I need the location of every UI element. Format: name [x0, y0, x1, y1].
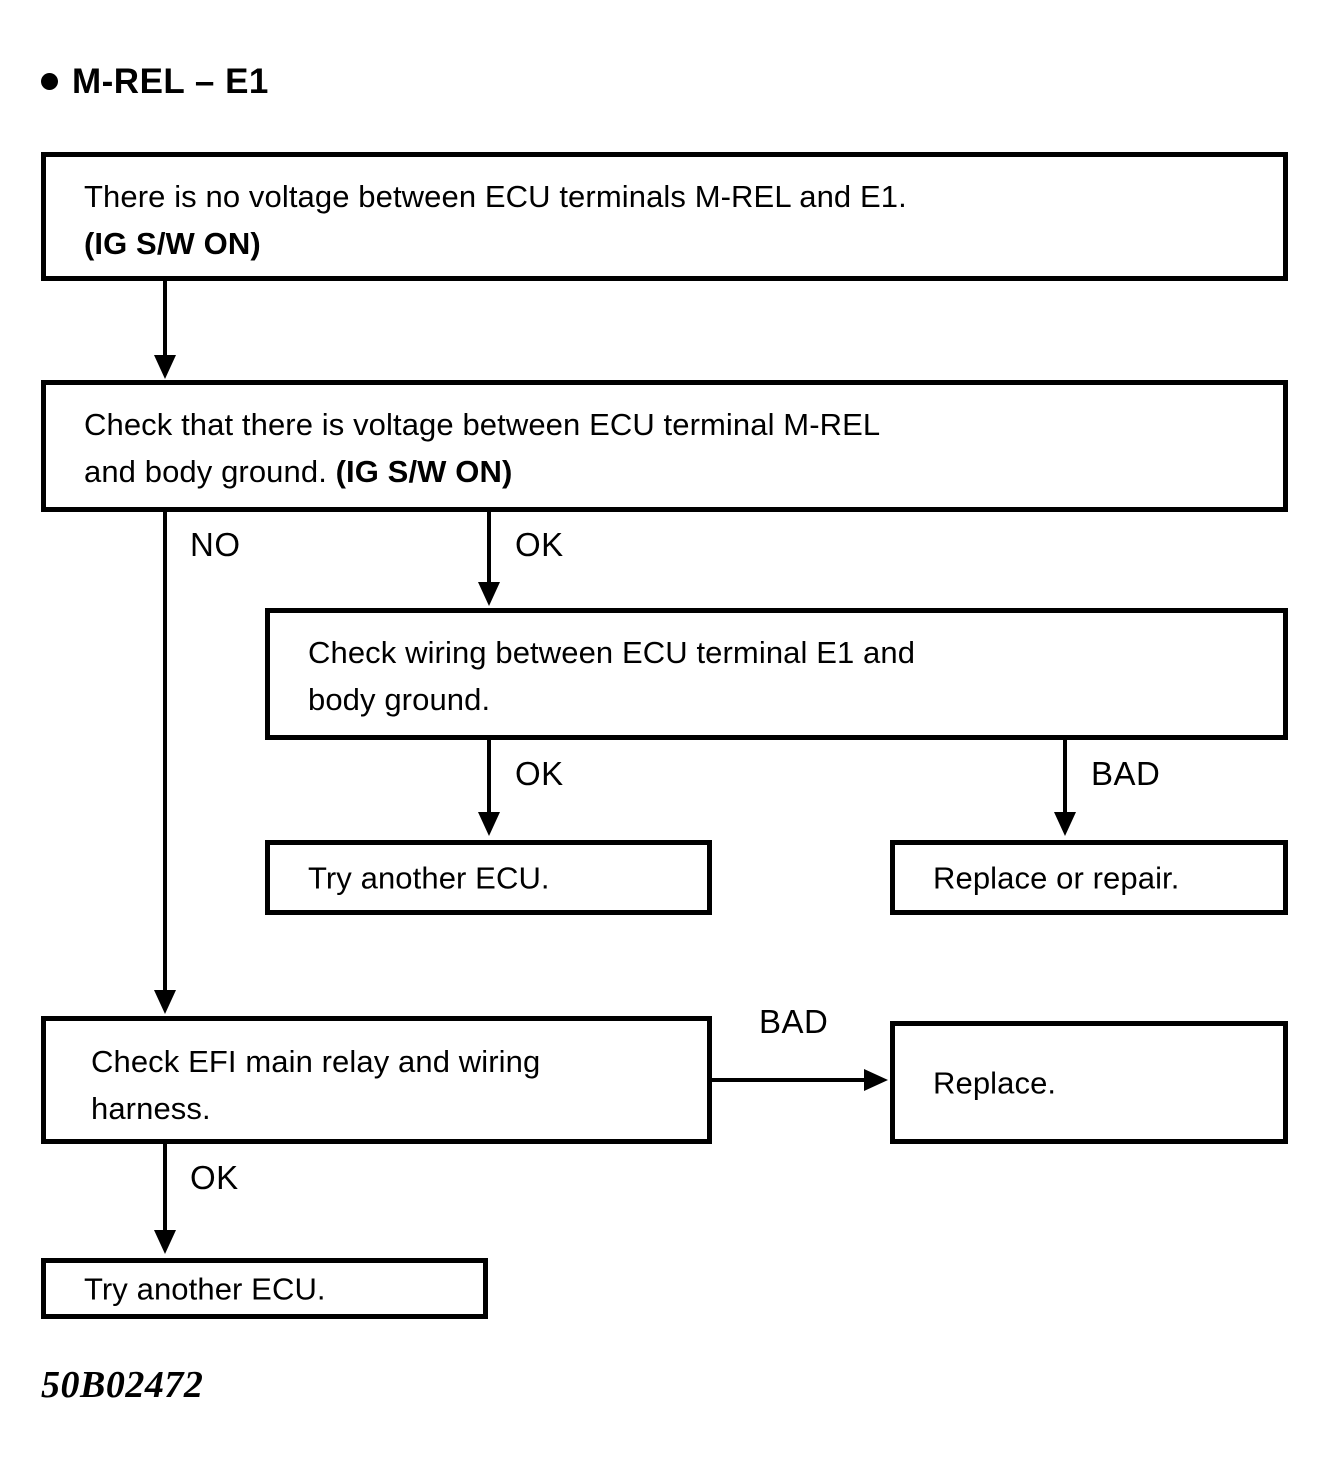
branch-label-bad-2: BAD	[759, 1003, 829, 1040]
arrowhead-symptom-to-check-voltage	[154, 355, 176, 379]
figure-id-label: 50B02472	[41, 1364, 204, 1406]
check-efi-line-2: harness.	[91, 1091, 211, 1127]
branch-label-no: NO	[190, 526, 241, 563]
check-voltage-line-1: Check that there is voltage between ECU …	[84, 407, 881, 442]
connector-bad-branch-2	[712, 1078, 867, 1082]
branch-label-bad-1: BAD	[1091, 755, 1161, 792]
flow-node-replace-or-repair: Replace or repair.	[890, 840, 1288, 915]
flow-node-replace: Replace.	[890, 1021, 1288, 1144]
check-efi-line-1: Check EFI main relay and wiring	[91, 1044, 541, 1079]
arrowhead-bad-branch-1	[1054, 812, 1076, 836]
connector-ok-branch-2	[487, 740, 491, 816]
branch-label-ok-3: OK	[190, 1159, 239, 1196]
check-wiring-line-1: Check wiring between ECU terminal E1 and	[308, 635, 916, 670]
flow-node-try-another-ecu-upper: Try another ECU.	[265, 840, 712, 915]
flow-node-replace-or-repair-text: Replace or repair.	[933, 859, 1180, 895]
check-voltage-line-2: and body ground.	[84, 454, 336, 490]
page-title: M-REL – E1	[41, 64, 269, 99]
check-voltage-line-2-bold: (IG S/W ON)	[335, 454, 513, 490]
flow-node-symptom: There is no voltage between ECU terminal…	[41, 152, 1288, 281]
flow-node-check-wiring: Check wiring between ECU terminal E1 and…	[265, 608, 1288, 740]
flow-node-check-wiring-text: Check wiring between ECU terminal E1 and…	[308, 629, 1265, 723]
connector-ok-branch-1	[487, 512, 491, 585]
arrowhead-bad-branch-2	[864, 1069, 888, 1091]
page-title-label: M-REL – E1	[72, 62, 269, 101]
branch-label-ok-2: OK	[515, 755, 564, 792]
arrowhead-ok-branch-1	[478, 582, 500, 606]
arrowhead-no-branch	[154, 990, 176, 1014]
connector-bad-branch-1	[1063, 740, 1067, 816]
flow-node-replace-text: Replace.	[933, 1064, 1057, 1100]
flow-node-check-voltage: Check that there is voltage between ECU …	[41, 380, 1288, 512]
connector-symptom-to-check-voltage	[163, 281, 167, 359]
flow-node-check-efi-relay-text: Check EFI main relay and wiring harness.	[91, 1038, 689, 1132]
connector-no-branch	[163, 512, 167, 992]
bullet-dot-icon	[41, 73, 58, 90]
symptom-line-2: (IG S/W ON)	[84, 226, 261, 262]
branch-label-ok-1: OK	[515, 526, 564, 563]
flow-node-check-efi-relay: Check EFI main relay and wiring harness.	[41, 1016, 712, 1144]
connector-ok-branch-3	[163, 1144, 167, 1234]
arrowhead-ok-branch-2	[478, 812, 500, 836]
arrowhead-ok-branch-3	[154, 1230, 176, 1254]
symptom-line-1: There is no voltage between ECU terminal…	[84, 179, 907, 214]
check-wiring-line-2: body ground.	[308, 682, 491, 718]
flow-node-try-another-ecu-lower: Try another ECU.	[41, 1258, 488, 1319]
flow-node-try-another-ecu-upper-text: Try another ECU.	[308, 859, 550, 895]
flow-node-symptom-text: There is no voltage between ECU terminal…	[84, 173, 1265, 267]
flow-node-try-another-ecu-lower-text: Try another ECU.	[84, 1270, 326, 1306]
flow-node-check-voltage-text: Check that there is voltage between ECU …	[84, 401, 1265, 495]
